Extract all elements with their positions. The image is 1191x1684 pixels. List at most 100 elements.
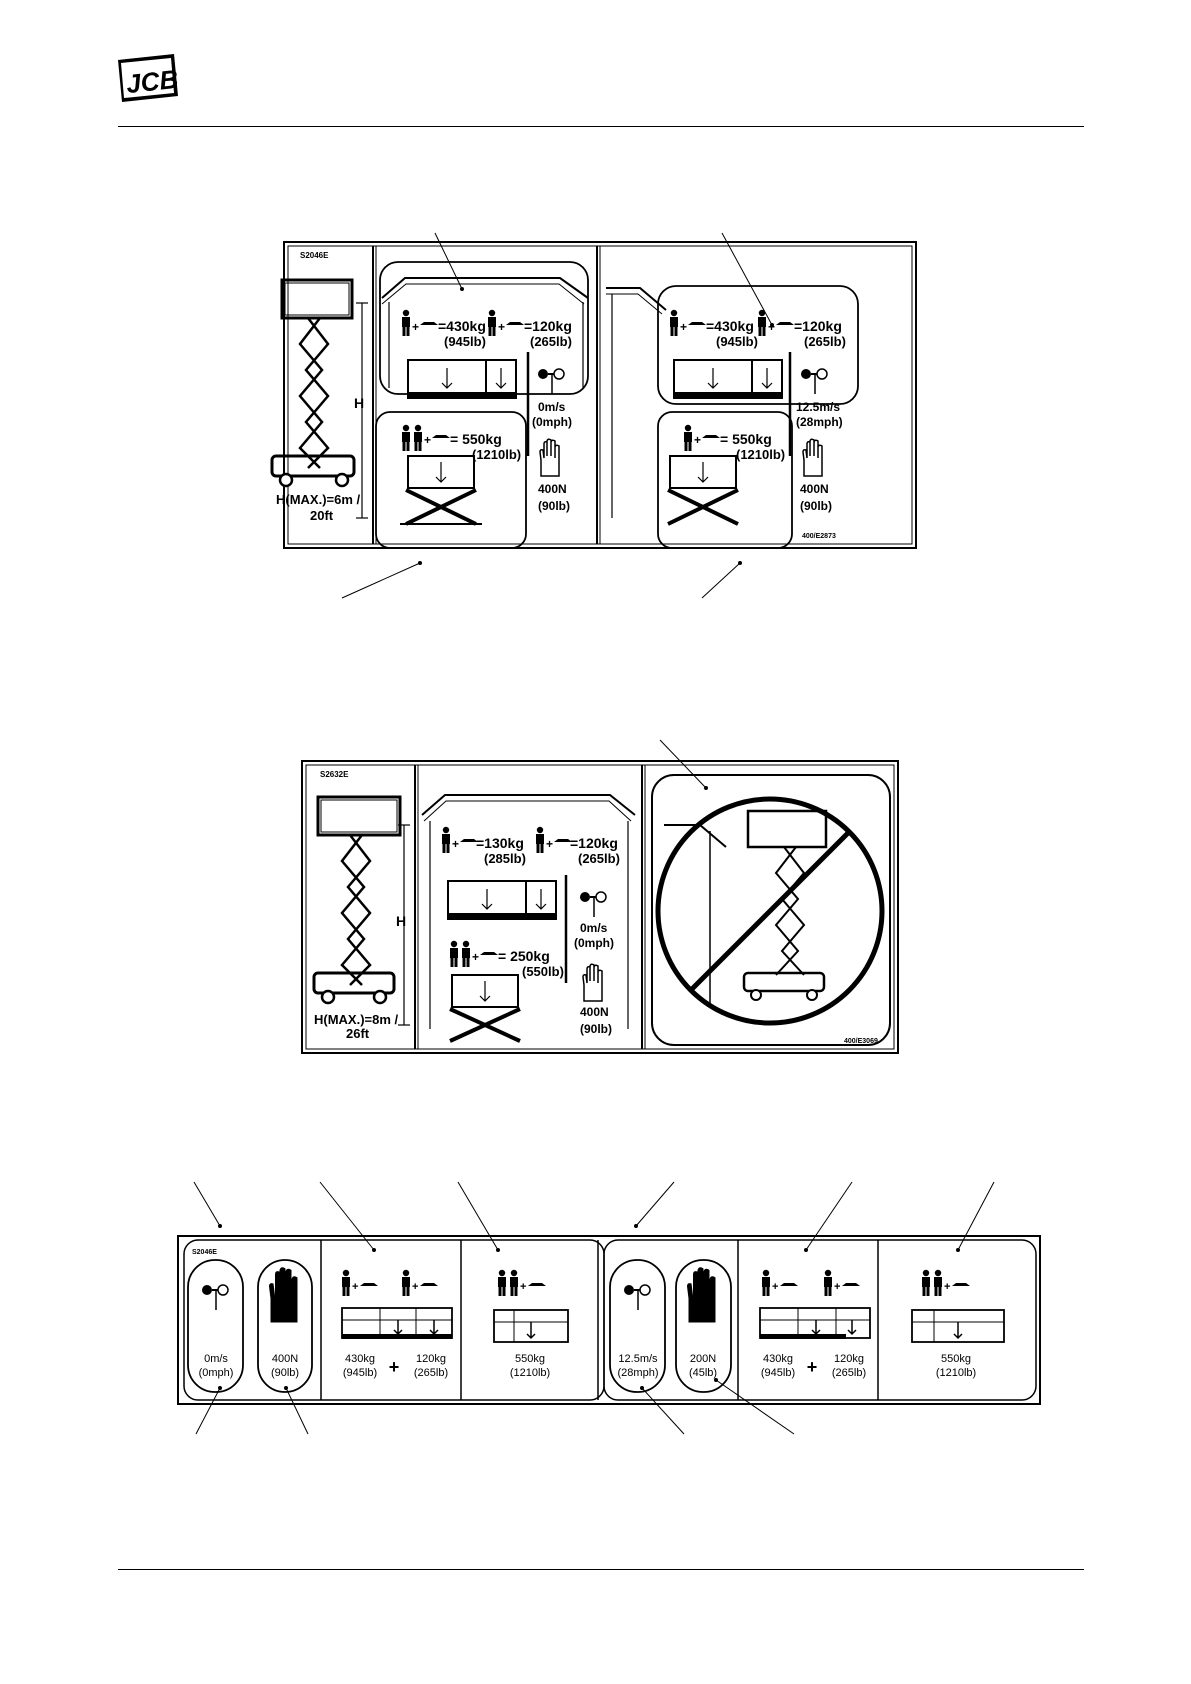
g2-load-b-lb: (265lb) [832, 1367, 866, 1379]
indoor-load1-lb: (945lb) [444, 334, 486, 349]
force-lb: (90lb) [580, 1022, 612, 1036]
upper-load2: =120kg [570, 835, 618, 851]
svg-text:+: + [452, 837, 459, 851]
g2-plus: + [807, 1357, 818, 1377]
wind-speed: 0m/s [580, 921, 608, 935]
indoor-force-lb: (90lb) [538, 499, 570, 513]
svg-text:+: + [546, 837, 553, 851]
svg-text:+: + [680, 320, 687, 334]
indoor-upper-zone: + =430kg (945lb) + =120kg (265lb) [379, 261, 589, 399]
figure-1-decal: S2046E 400/E2873 H H(MAX.)=6m / 20ft + =… [270, 232, 917, 599]
hmax-line1: H(MAX.)=6m / [276, 492, 361, 507]
figure-3-leader-lines [193, 1181, 995, 1435]
g2-force-tile: 200N (45lb) [675, 1259, 732, 1393]
force: 400N [580, 1005, 609, 1019]
g2-wind-speed-mph: (28mph) [618, 1367, 659, 1379]
indoor-load1: =430kg [438, 318, 486, 334]
g1-wind-speed-mph: (0mph) [199, 1367, 234, 1379]
g1-force-lb: (90lb) [271, 1367, 299, 1379]
svg-text:+: + [520, 1281, 526, 1293]
height-label: H [354, 395, 364, 411]
indoor-load2-lb: (265lb) [530, 334, 572, 349]
g2-wind-tile: 12.5m/s (28mph) [609, 1259, 666, 1393]
jcb-logo: JCB [118, 54, 180, 102]
scissor-lift-illustration [270, 278, 368, 519]
hmax-line2: 26ft [346, 1026, 370, 1041]
lower-load-lb: (550lb) [522, 964, 564, 979]
svg-text:+: + [412, 320, 419, 334]
outdoor-anemometer-icon [800, 368, 828, 395]
wind-speed-mph: (0mph) [574, 936, 614, 950]
indoor-lower-load-lb: (1210lb) [472, 447, 521, 462]
g2-wind-speed: 12.5m/s [618, 1353, 658, 1365]
outdoor-force: 400N [800, 482, 829, 496]
g2-load-c: 550kg [941, 1353, 971, 1365]
g2-load-a: 430kg [763, 1353, 793, 1365]
outdoor-lower-zone: + = 550kg (1210lb) [657, 411, 793, 549]
outdoor-force-lb: (90lb) [800, 499, 832, 513]
g1-platform-load-tile: + + 430kg (945lb) + 120kg (265lb) [341, 1269, 453, 1379]
g1-wind-tile: 0m/s (0mph) [187, 1259, 244, 1393]
scissor-lift-illustration [312, 795, 410, 1026]
upper-load1: =130kg [476, 835, 524, 851]
outdoor-load2-lb: (265lb) [804, 334, 846, 349]
upper-load2-lb: (265lb) [578, 851, 620, 866]
hand-force-icon [582, 963, 603, 1002]
indoor-force: 400N [538, 482, 567, 496]
hmax-line1: H(MAX.)=8m / [314, 1012, 399, 1027]
g2-load-c-lb: (1210lb) [936, 1367, 976, 1379]
indoor-lower-load: = 550kg [450, 431, 502, 447]
svg-text:+: + [694, 433, 701, 447]
g1-force-tile: 400N (90lb) [257, 1259, 313, 1393]
g1-load-b-lb: (265lb) [414, 1367, 448, 1379]
figure-2-decal: S2632E 400/E3069 H H(MAX.)=8m / 26ft + =… [301, 739, 899, 1054]
svg-text:+: + [498, 320, 505, 334]
g1-load-a-lb: (945lb) [343, 1367, 377, 1379]
svg-text:+: + [944, 1281, 950, 1293]
upper-load1-lb: (285lb) [484, 851, 526, 866]
logo-text: JCB [125, 64, 180, 99]
indoor-hand-force-icon [539, 438, 560, 477]
g1-load-c-lb: (1210lb) [510, 1367, 550, 1379]
svg-text:+: + [772, 1281, 778, 1293]
figure-2-code: S2632E [320, 770, 349, 779]
outdoor-upper-zone: + =430kg (945lb) + =120kg (265lb) [657, 285, 859, 405]
figure-1-leader-lines [341, 232, 774, 599]
footer-rule [118, 1569, 1084, 1570]
g2-force-lb: (45lb) [689, 1367, 717, 1379]
indoor-zone: + =130kg (285lb) + =120kg (265lb) + = 25… [421, 794, 636, 1043]
g1-load-b: 120kg [416, 1353, 446, 1365]
g2-platform-load-tile: + + 430kg (945lb) + 120kg (265lb) [759, 1269, 871, 1379]
outdoor-load1: =430kg [706, 318, 754, 334]
anemometer-icon [579, 891, 607, 918]
g2-load-b: 120kg [834, 1353, 864, 1365]
hmax-line2: 20ft [310, 508, 334, 523]
svg-text:+: + [768, 320, 775, 334]
figure-2-ref: 400/E3069 [844, 1038, 878, 1045]
lower-load: = 250kg [498, 948, 550, 964]
outdoor-wind-speed: 12.5m/s [796, 400, 840, 414]
svg-text:+: + [352, 1281, 358, 1293]
indoor-wind-speed: 0m/s [538, 400, 566, 414]
outdoor-lower-load-lb: (1210lb) [736, 447, 785, 462]
g1-plus: + [389, 1357, 400, 1377]
outdoor-hand-force-icon [802, 438, 823, 477]
figure-3-decal: S2046E 0m/s (0mph) 400N (90lb) + + 430kg… [177, 1181, 1041, 1435]
header-rule [118, 126, 1084, 127]
g1-force: 400N [272, 1353, 298, 1365]
outdoor-load1-lb: (945lb) [716, 334, 758, 349]
outdoor-load2: =120kg [794, 318, 842, 334]
svg-text:+: + [424, 433, 431, 447]
svg-text:+: + [834, 1281, 840, 1293]
height-label: H [396, 913, 406, 929]
g1-load-c: 550kg [515, 1353, 545, 1365]
indoor-wind-speed-mph: (0mph) [532, 415, 572, 429]
g1-load-a: 430kg [345, 1353, 375, 1365]
figure-2-leader-lines [659, 739, 708, 790]
outdoor-lower-load: = 550kg [720, 431, 772, 447]
outdoor-prohibited-panel [651, 774, 891, 1046]
figure-1-ref: 400/E2873 [802, 533, 836, 540]
g1-wind-speed: 0m/s [204, 1353, 228, 1365]
outdoor-wind-speed-mph: (28mph) [796, 415, 843, 429]
g2-deck-load-tile: + 550kg (1210lb) [911, 1269, 1005, 1379]
